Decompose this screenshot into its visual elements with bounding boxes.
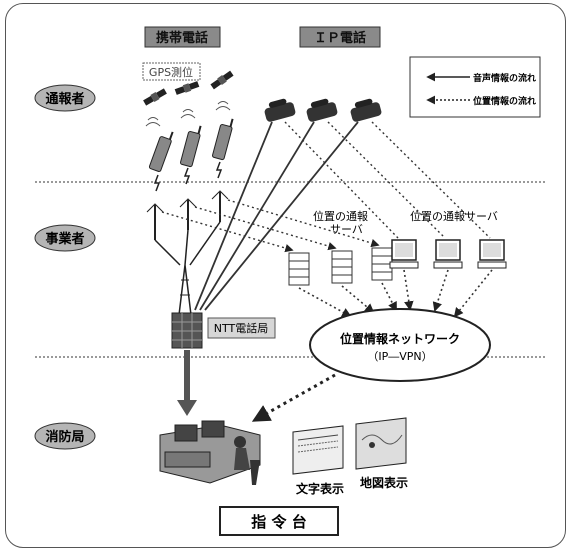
- satellite-icon: [143, 88, 167, 106]
- operator-zone-badge: [34, 224, 96, 252]
- caller-zone-badge: [34, 84, 96, 112]
- mobile-phone-icon: [212, 118, 234, 161]
- antenna-icon: [146, 203, 164, 240]
- fire-dept-zone-badge: [34, 422, 96, 450]
- voice-line: [194, 121, 273, 311]
- ip-header-box: [299, 26, 381, 48]
- gps-label: GPS測位: [149, 65, 193, 79]
- location-line: [381, 282, 397, 312]
- server-label-line1: 位置の通報: [313, 209, 368, 223]
- server-rack-icon: [331, 250, 353, 284]
- ip-phone-icon: [306, 98, 338, 122]
- transmission-tower-icon: [178, 264, 192, 316]
- ntt-label-box: [207, 317, 276, 339]
- text-display-label: 文字表示: [296, 481, 344, 496]
- mobile-phone-icon: [180, 125, 202, 168]
- ip-phone-icon: [264, 98, 296, 122]
- fire-dept-zone-label: 消防局: [45, 429, 84, 445]
- mobile-header: 携帯電話: [156, 30, 208, 46]
- radio-signal-icon: [153, 174, 161, 192]
- location-line: [194, 206, 337, 251]
- network-to-command-arrow: [251, 373, 336, 422]
- map-display-screen: [355, 417, 407, 470]
- location-line: [284, 121, 399, 239]
- diagram-frame: [5, 3, 566, 548]
- text-display-screen: [292, 425, 344, 475]
- location-line: [227, 199, 380, 248]
- network-sublabel: （IP―VPN）: [367, 350, 432, 363]
- command-label: 指 令 台: [251, 513, 306, 531]
- gps-label-box: [142, 62, 201, 81]
- location-line: [298, 287, 352, 317]
- voice-line: [199, 121, 315, 311]
- antenna-link: [154, 239, 181, 266]
- dispatch-console-icon: [159, 420, 261, 485]
- location-line: [341, 285, 375, 314]
- ntt-label: NTT電話局: [214, 321, 268, 335]
- signal-waves-icon: [145, 117, 161, 127]
- network-label: 位置情報ネットワーク: [340, 331, 460, 346]
- computer-server-icon: [477, 239, 507, 269]
- signal-waves-icon: [180, 109, 196, 119]
- map-display-label: 地図表示: [360, 475, 408, 490]
- location-line: [403, 269, 414, 311]
- location-line: [432, 269, 449, 312]
- ip-header: ＩＰ電話: [314, 30, 366, 46]
- antenna-icon: [211, 190, 229, 222]
- computer-server-icon: [389, 239, 419, 269]
- operator-zone-label: 事業者: [45, 231, 84, 247]
- voice-trunk-arrowhead: [177, 400, 197, 416]
- mobile-header-box: [144, 26, 221, 48]
- server-rack-icon: [371, 247, 393, 281]
- signal-waves-icon: [215, 101, 231, 111]
- legend-voice-label: 音声情報の流れ: [473, 72, 536, 84]
- server-label-ip: 位置の通報サーバ: [410, 209, 498, 223]
- server-rack-icon: [288, 252, 310, 286]
- computer-server-icon: [433, 239, 463, 269]
- radio-signal-icon: [215, 161, 223, 179]
- satellite-icon: [174, 81, 200, 95]
- caller-zone-label: 通報者: [45, 91, 84, 107]
- radio-signal-icon: [183, 167, 191, 185]
- ntt-building-icon: [171, 312, 203, 349]
- ip-phone-icon: [350, 98, 382, 122]
- server-label-line2: サーバ: [330, 223, 363, 236]
- antenna-link: [189, 221, 221, 266]
- command-label-box: [219, 506, 339, 536]
- antenna-icon: [179, 198, 197, 230]
- antenna-link: [184, 229, 189, 266]
- legend-box: [409, 56, 541, 118]
- satellite-icon: [210, 70, 234, 90]
- mobile-phone-icon: [148, 131, 174, 173]
- location-network: [309, 308, 491, 382]
- location-line: [453, 269, 493, 318]
- legend-location-label: 位置情報の流れ: [473, 95, 536, 107]
